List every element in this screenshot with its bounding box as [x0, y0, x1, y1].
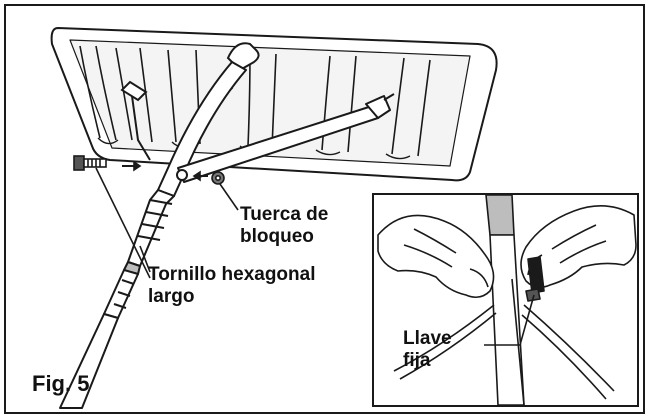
wrench-detail-illustration [374, 195, 637, 405]
callout-wrench-line1: Llave [403, 328, 452, 350]
callout-hex-bolt-line2: largo [148, 286, 316, 308]
callout-lock-nut-line1: Tuerca de [240, 204, 328, 226]
callout-wrench: Llave fija [403, 328, 452, 372]
figure-label: Fig. 5 [32, 371, 89, 397]
shovel-blade [52, 28, 497, 180]
callout-lock-nut-line2: bloqueo [240, 226, 328, 248]
callout-hex-bolt-line1: Tornillo hexagonal [148, 264, 316, 286]
inset-detail [372, 193, 639, 407]
callout-hex-bolt: Tornillo hexagonal largo [148, 264, 316, 308]
callout-wrench-line2: fija [403, 350, 452, 372]
callout-lock-nut: Tuerca de bloqueo [240, 204, 328, 248]
